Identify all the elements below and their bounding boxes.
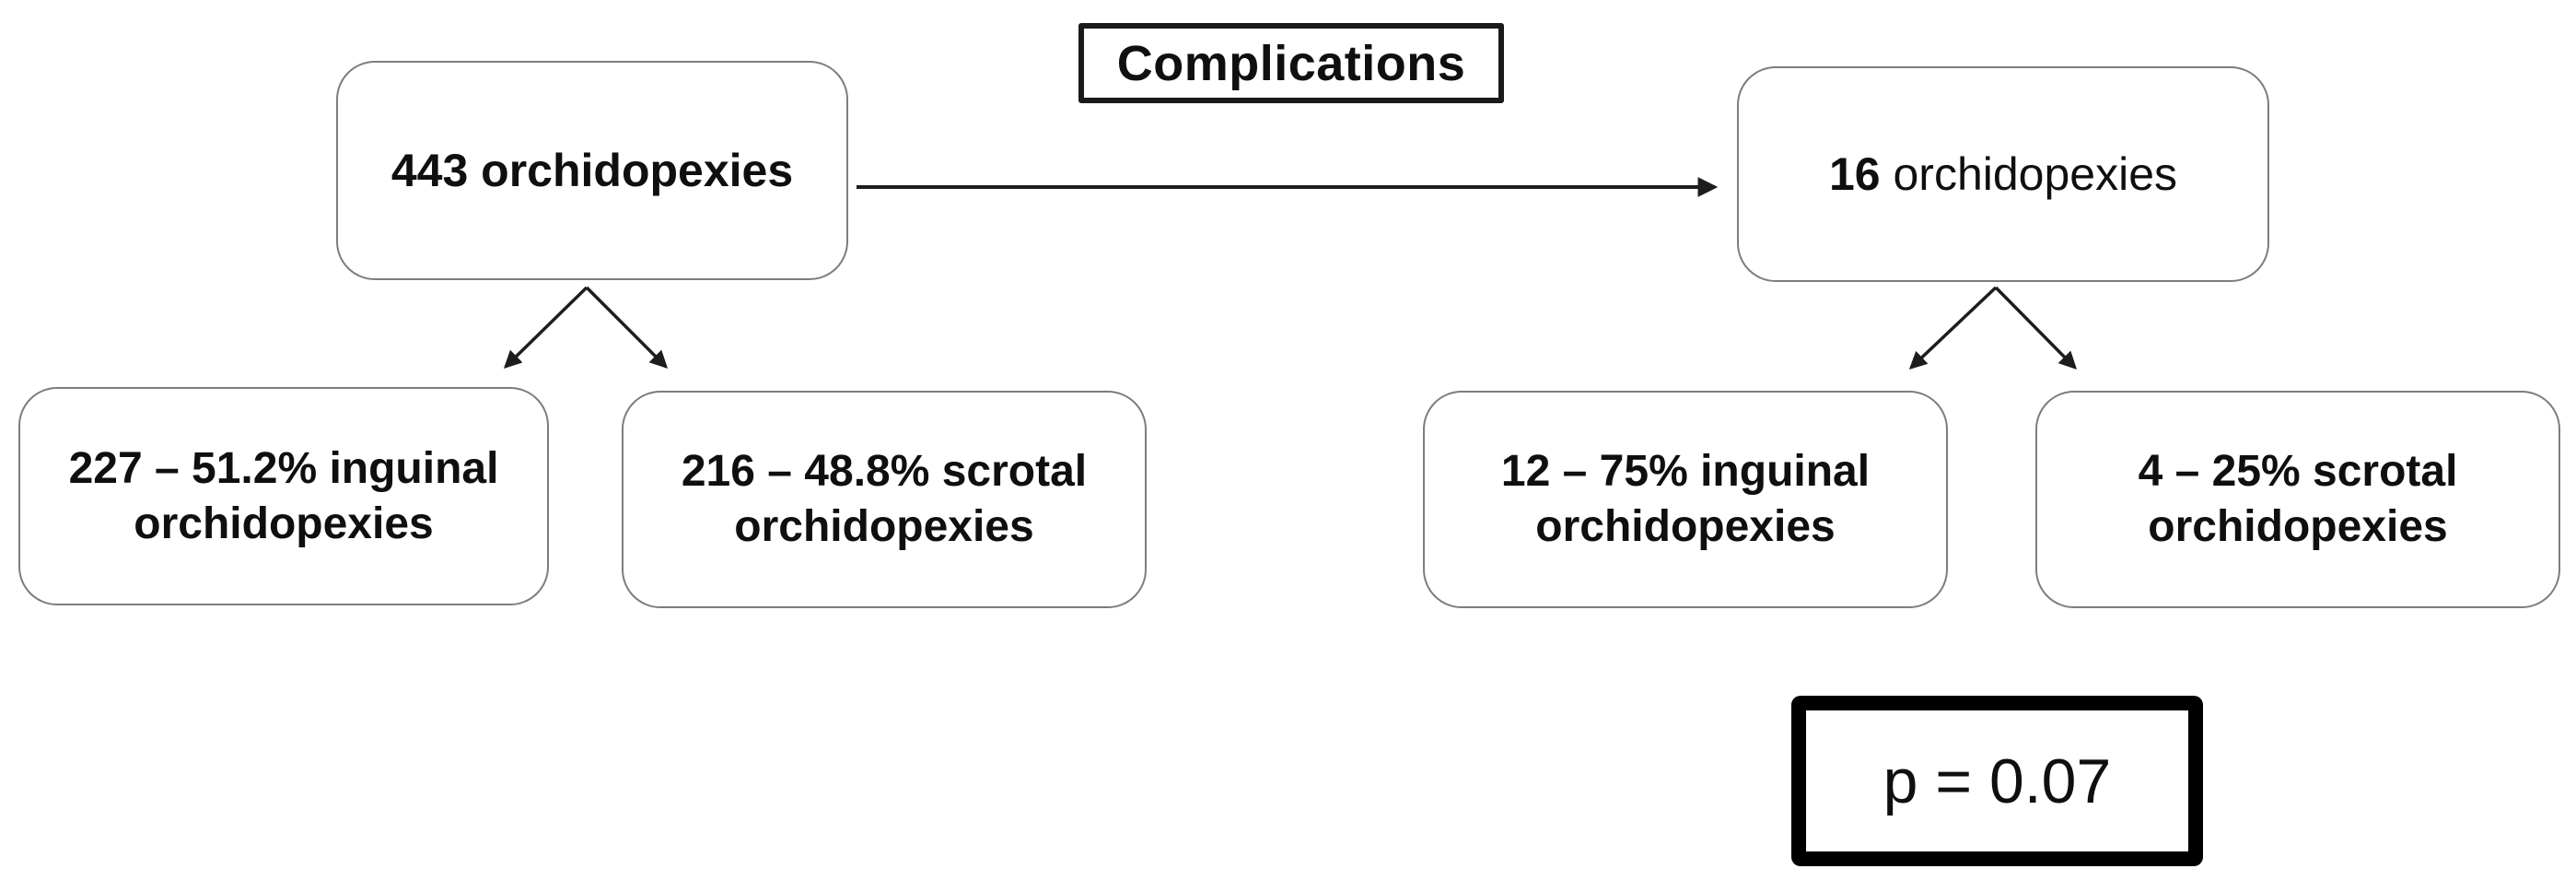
scrotal-line1: 216 – 48.8% scrotal: [681, 447, 1088, 496]
inguinal-complications-label: 12 – 75% inguinal orchidopexies: [1501, 444, 1870, 555]
inguinal-complications-line1: 12 – 75% inguinal: [1500, 447, 1871, 496]
p-value-label: p = 0.07: [1882, 745, 2112, 816]
complications-title-label: Complications: [1116, 35, 1466, 91]
inguinal-complications-box: 12 – 75% inguinal orchidopexies: [1423, 391, 1948, 608]
total-orchidopexies-box: 443 orchidopexies: [336, 61, 848, 280]
inguinal-line1: 227 – 51.2% inguinal: [68, 443, 499, 493]
inguinal-orchidopexies-label: 227 – 51.2% inguinal orchidopexies: [69, 441, 499, 552]
scrotal-orchidopexies-label: 216 – 48.8% scrotal orchidopexies: [682, 444, 1087, 555]
scrotal-complications-line1: 4 – 25% scrotal: [2138, 447, 2458, 496]
scrotal-orchidopexies-box: 216 – 48.8% scrotal orchidopexies: [622, 391, 1147, 608]
inguinal-orchidopexies-box: 227 – 51.2% inguinal orchidopexies: [18, 387, 549, 605]
p-value-box: p = 0.07: [1791, 696, 2203, 866]
scrotal-line2: orchidopexies: [734, 502, 1034, 551]
complications-count: 16: [1828, 147, 1881, 200]
arrow-left-root-to-scrotal: [585, 286, 669, 370]
total-orchidopexies-label: 443 orchidopexies: [390, 144, 794, 196]
scrotal-complications-line2: orchidopexies: [2148, 502, 2448, 551]
inguinal-line2: orchidopexies: [134, 499, 434, 548]
scrotal-complications-label: 4 – 25% scrotal orchidopexies: [2139, 444, 2458, 555]
arrow-right-root-to-scrotal: [1994, 286, 2078, 370]
complications-count-suffix: orchidopexies: [1893, 147, 2178, 200]
inguinal-complications-line2: orchidopexies: [1535, 502, 1836, 551]
scrotal-complications-box: 4 – 25% scrotal orchidopexies: [2035, 391, 2560, 608]
complications-title-box: Complications: [1078, 23, 1504, 103]
complications-orchidopexies-box: 16 orchidopexies: [1737, 66, 2269, 282]
arrow-right-root-to-inguinal: [1908, 286, 1998, 370]
complications-orchidopexies-label: 16 orchidopexies: [1829, 146, 2177, 204]
arrow-left-root-to-inguinal: [503, 286, 589, 370]
